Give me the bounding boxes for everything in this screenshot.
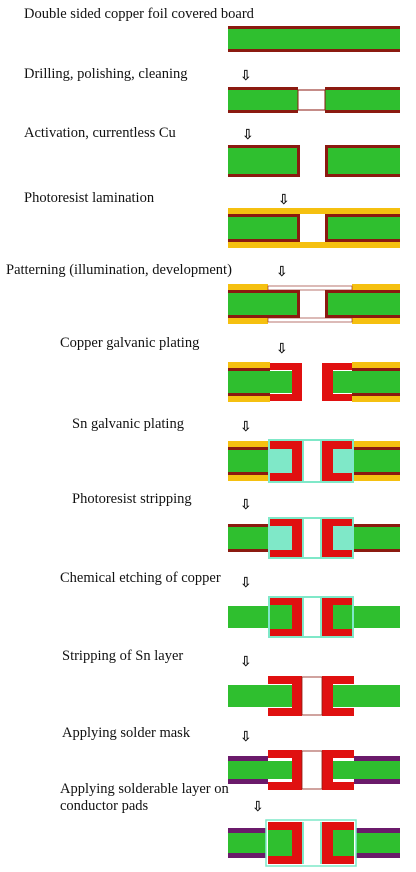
- step-11-label: Applying solder mask: [62, 725, 191, 741]
- down-arrow-icon: ⇩: [240, 497, 252, 513]
- down-arrow-icon: ⇩: [278, 192, 290, 208]
- step-12-label: Applying solderable layer on conductor p…: [60, 781, 260, 815]
- down-arrow-icon: ⇩: [240, 654, 252, 670]
- board-section-2: [228, 87, 400, 113]
- board-section-7: [228, 439, 400, 483]
- down-arrow-icon: ⇩: [242, 127, 254, 143]
- step-1-label: Double sided copper foil covered board: [24, 6, 254, 22]
- step-10-label: Stripping of Sn layer: [62, 648, 184, 664]
- board-section-4: [228, 208, 400, 248]
- down-arrow-icon: ⇩: [252, 799, 264, 815]
- down-arrow-icon: ⇩: [276, 264, 288, 280]
- down-arrow-icon: ⇩: [240, 729, 252, 745]
- step-2-label: Drilling, polishing, cleaning: [24, 66, 188, 82]
- board-section-11: [228, 750, 400, 790]
- down-arrow-icon: ⇩: [240, 419, 252, 435]
- step-5-label: Patterning (illumination, development): [6, 262, 232, 278]
- step-3-label: Activation, currentless Cu: [24, 125, 176, 141]
- step-8-label: Photoresist stripping: [72, 491, 192, 507]
- board-section-9: [228, 596, 400, 638]
- board-section-5: [228, 284, 400, 324]
- board-section-12: [228, 819, 400, 867]
- down-arrow-icon: ⇩: [240, 68, 252, 84]
- board-section-1: [228, 26, 400, 52]
- board-section-10: [228, 676, 400, 716]
- board-section-6: [228, 362, 400, 402]
- step-9-label: Chemical etching of copper: [60, 570, 221, 586]
- down-arrow-icon: ⇩: [276, 341, 288, 357]
- down-arrow-icon: ⇩: [240, 575, 252, 591]
- step-12-text: Applying solderable layer on conductor p…: [60, 781, 229, 814]
- step-6-label: Copper galvanic plating: [60, 335, 200, 351]
- step-4-label: Photoresist lamination: [24, 190, 155, 206]
- board-section-3: [228, 145, 400, 177]
- board-section-8: [228, 517, 400, 559]
- step-7-label: Sn galvanic plating: [72, 416, 184, 432]
